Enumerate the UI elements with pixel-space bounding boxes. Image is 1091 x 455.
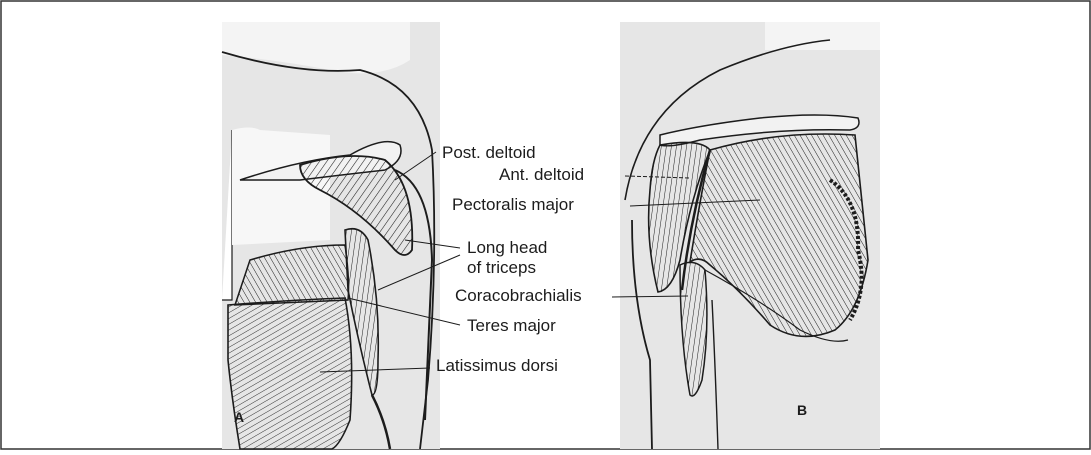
label-coracobrachialis: Coracobrachialis bbox=[455, 286, 582, 305]
label-teres-major: Teres major bbox=[467, 316, 556, 335]
label-ant-deltoid: Ant. deltoid bbox=[499, 165, 584, 184]
label-long-head-line2: of triceps bbox=[467, 258, 536, 277]
label-post-deltoid: Post. deltoid bbox=[442, 143, 536, 162]
panel-b-upper-region bbox=[765, 22, 880, 50]
label-long-head-line1: Long head bbox=[467, 238, 547, 257]
label-pectoralis-major: Pectoralis major bbox=[452, 195, 574, 214]
latissimus-dorsi-muscle bbox=[228, 298, 352, 449]
label-latissimus-dorsi: Latissimus dorsi bbox=[436, 356, 558, 375]
panel-a: Post. deltoid Long head of triceps Teres… bbox=[222, 22, 558, 449]
panel-a-letter: A bbox=[234, 409, 244, 425]
panel-b: Ant. deltoid Pectoralis major Coracobrac… bbox=[452, 22, 880, 449]
panel-b-letter: B bbox=[797, 402, 807, 418]
